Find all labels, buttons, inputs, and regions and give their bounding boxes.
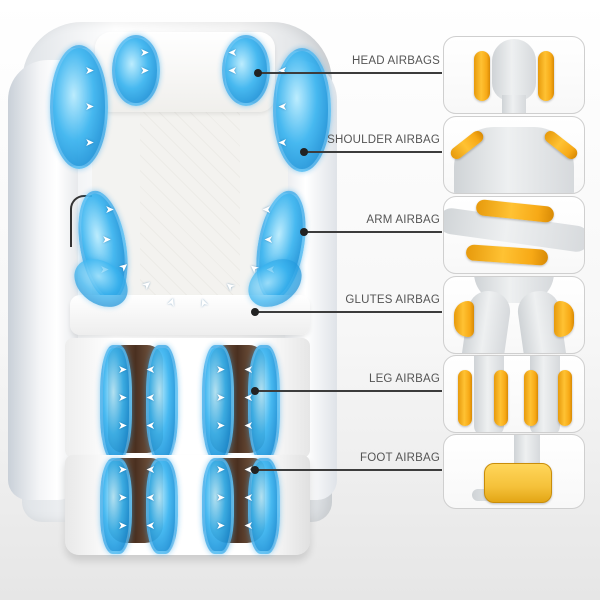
- leg-airbag-icon: [248, 345, 280, 461]
- arrow-icon: ➤: [244, 364, 254, 376]
- leader-line: [255, 390, 442, 392]
- head-airbags-icon: [538, 51, 554, 101]
- arrow-icon: ➤: [118, 420, 128, 432]
- panel-head-airbags: [443, 36, 585, 114]
- arrow-icon: ➤: [228, 65, 238, 77]
- anchor-dot: [251, 308, 259, 316]
- arrow-icon: ➤: [118, 492, 128, 504]
- leg-airbag-icon: [494, 370, 508, 426]
- arrow-icon: ➤: [140, 47, 150, 59]
- anchor-dot: [254, 69, 262, 77]
- leader-line: [258, 72, 442, 74]
- arrow-icon: ➤: [228, 47, 238, 59]
- arrow-icon: ➤: [216, 492, 226, 504]
- leader-line: [304, 231, 442, 233]
- anchor-dot: [251, 466, 259, 474]
- foot-airbag-icon: [146, 458, 178, 554]
- neck-figure: [502, 95, 526, 113]
- arrow-icon: ➤: [105, 204, 115, 216]
- anchor-dot: [251, 387, 259, 395]
- shoulder-airbag-left-icon: [50, 45, 108, 169]
- arrow-icon: ➤: [118, 464, 128, 476]
- label-head-airbags: HEAD AIRBAGS: [351, 55, 440, 67]
- leg-airbag-icon: [458, 370, 472, 426]
- head-airbag-right-icon: [222, 35, 270, 106]
- arrow-icon: ➤: [264, 234, 274, 246]
- label-arm-airbag: ARM AIRBAG: [366, 214, 440, 226]
- head-airbag-left-icon: [112, 35, 160, 106]
- arrow-icon: ➤: [85, 137, 95, 149]
- arrow-icon: ➤: [146, 364, 156, 376]
- glutes-airbag-icon: [554, 301, 574, 337]
- arrow-icon: ➤: [146, 492, 156, 504]
- leg-airbag-icon: [558, 370, 572, 426]
- panel-arm-airbag: [443, 196, 585, 274]
- leg-airbag-icon: [524, 370, 538, 426]
- quilted-backrest: [140, 100, 240, 310]
- arrow-icon: ➤: [216, 520, 226, 532]
- arrow-icon: ➤: [216, 364, 226, 376]
- glutes-airbag-icon: [454, 301, 474, 337]
- arrow-icon: ➤: [118, 392, 128, 404]
- arrow-icon: ➤: [244, 492, 254, 504]
- arrow-icon: ➤: [216, 464, 226, 476]
- arrow-icon: ➤: [118, 520, 128, 532]
- anchor-dot: [300, 228, 308, 236]
- arrow-icon: ➤: [278, 101, 288, 113]
- power-cable: [70, 195, 92, 247]
- foot-airbag-icon: [248, 458, 280, 554]
- leader-line: [304, 151, 442, 153]
- foot-airbag-icon: [100, 458, 132, 554]
- anchor-dot: [300, 148, 308, 156]
- panel-glutes-airbag: [443, 276, 585, 354]
- arrow-icon: ➤: [146, 464, 156, 476]
- arrow-icon: ➤: [146, 420, 156, 432]
- leader-line: [255, 311, 442, 313]
- foot-airbag-icon: [484, 463, 552, 503]
- arrow-icon: ➤: [262, 204, 272, 216]
- label-shoulder-airbag: SHOULDER AIRBAG: [327, 134, 440, 146]
- arrow-icon: ➤: [146, 520, 156, 532]
- arrow-icon: ➤: [244, 520, 254, 532]
- arrow-icon: ➤: [102, 234, 112, 246]
- massage-chair-illustration: ➤ ➤ ➤ ➤ ➤ ➤ ➤ ➤ ➤ ➤ ➤ ➤ ➤ ➤ ➤ ➤ ➤ ➤ ➤ ➤ …: [8, 22, 337, 555]
- label-leg-airbag: LEG AIRBAG: [368, 373, 440, 385]
- foot-airbag-icon: [202, 458, 234, 554]
- label-glutes-airbag: GLUTES AIRBAG: [345, 294, 440, 306]
- panel-leg-airbag: [443, 355, 585, 433]
- arrow-icon: ➤: [216, 420, 226, 432]
- panel-shoulder-airbag: [443, 116, 585, 194]
- arrow-icon: ➤: [85, 65, 95, 77]
- arrow-icon: ➤: [244, 392, 254, 404]
- arrow-icon: ➤: [140, 65, 150, 77]
- arrow-icon: ➤: [216, 392, 226, 404]
- label-foot-airbag: FOOT AIRBAG: [360, 452, 440, 464]
- panel-foot-airbag: [443, 434, 585, 509]
- arrow-icon: ➤: [85, 101, 95, 113]
- arrow-icon: ➤: [118, 364, 128, 376]
- arrow-icon: ➤: [278, 137, 288, 149]
- arrow-icon: ➤: [146, 392, 156, 404]
- head-figure-icon: [492, 39, 536, 101]
- leader-line: [255, 469, 442, 471]
- arrow-icon: ➤: [244, 420, 254, 432]
- leg-airbag-icon: [146, 345, 178, 461]
- arm-airbag-icon: [465, 244, 549, 266]
- leg-airbag-icon: [100, 345, 132, 461]
- head-airbags-icon: [474, 51, 490, 101]
